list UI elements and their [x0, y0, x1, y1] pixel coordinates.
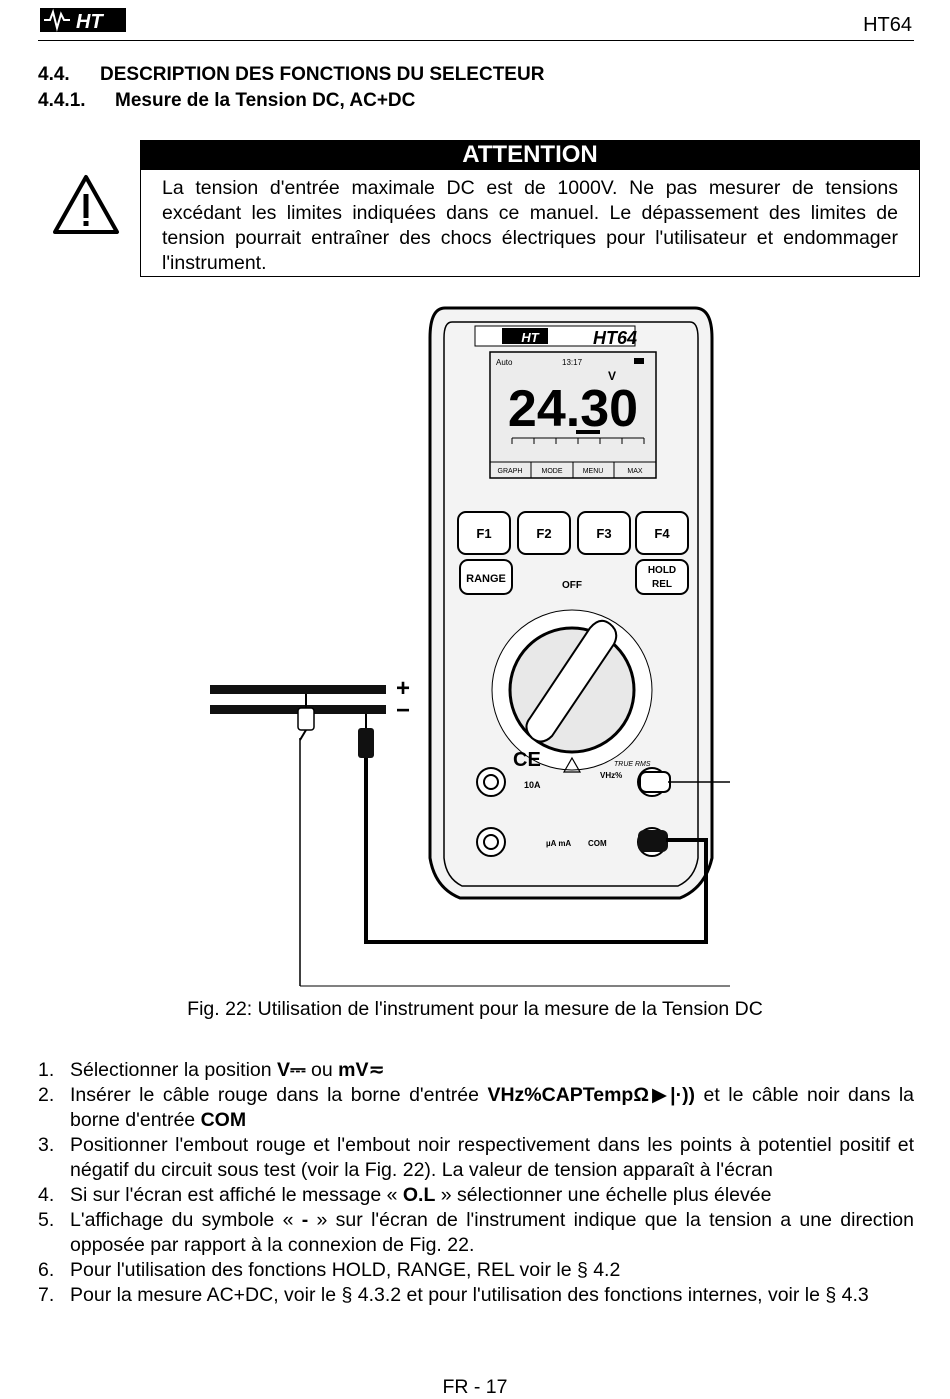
- step-text: Sélectionner la position: [70, 1059, 278, 1081]
- step-text: Pour l'utilisation des fonctions HOLD, R…: [70, 1259, 621, 1281]
- f1-key: [457, 511, 511, 555]
- section-number: 4.4.1.: [38, 90, 86, 111]
- hold-rel-key: [635, 559, 689, 595]
- step-bold: -: [301, 1209, 309, 1231]
- black-plug: [638, 830, 668, 852]
- step-bold: COM: [200, 1109, 247, 1131]
- step-text: Pour la mesure AC+DC, voir le § 4.3.2 et…: [70, 1284, 869, 1306]
- step-number: 2.: [38, 1084, 55, 1106]
- section-number: 4.4.: [38, 64, 70, 85]
- step-7: 7. Pour la mesure AC+DC, voir le § 4.3.2 …: [38, 1283, 914, 1308]
- red-probe: [297, 694, 315, 741]
- warning-title: ATTENTION: [140, 140, 920, 170]
- multimeter-figure: HT HT64 Auto 13:17 V 24.30 GRAPH MODE ME…: [210, 306, 730, 987]
- step-number: 5.: [38, 1209, 55, 1231]
- hold-label: HOLD: [648, 565, 676, 576]
- f4-label: F4: [654, 526, 670, 541]
- black-probe: [358, 714, 374, 770]
- ht-logo: HT: [40, 8, 126, 33]
- minus-sign: −: [396, 697, 410, 724]
- step-4: 4. Si sur l'écran est affiché le message …: [38, 1183, 914, 1208]
- softkey-label: GRAPH: [498, 468, 523, 475]
- procedure-steps: 1. Sélectionner la position V⎓ ou mV≂ 2. I…: [38, 1058, 914, 1308]
- warning-triangle-icon: [53, 175, 119, 234]
- softkey-label: MENU: [583, 468, 604, 475]
- section-heading-4-4-1: 4.4.1. Mesure de la Tension DC, AC+DC: [38, 90, 415, 112]
- step-text: et le câble noir dans la borne d'entrée: [70, 1084, 915, 1131]
- rel-label: REL: [652, 579, 672, 590]
- model-name: HT64: [863, 14, 912, 36]
- ce-mark: CE: [513, 749, 541, 771]
- step-bold: mV: [338, 1059, 369, 1081]
- warning-text: La tension d'entrée maximale DC est de 1…: [162, 177, 898, 274]
- softkey-label: MODE: [542, 468, 563, 475]
- softkey-label: MAX: [627, 468, 643, 475]
- lcd-time: 13:17: [562, 358, 583, 367]
- dc-symbol: ⎓: [290, 1059, 306, 1081]
- plus-sign: +: [396, 675, 410, 702]
- logo-text: HT: [76, 11, 104, 33]
- positive-conductor: [210, 685, 386, 694]
- black-cable: [364, 768, 708, 944]
- step-number: 3.: [38, 1134, 55, 1156]
- label-com: COM: [588, 839, 607, 848]
- step-1: 1. Sélectionner la position V⎓ ou mV≂: [38, 1058, 914, 1083]
- off-label: OFF: [562, 580, 582, 591]
- warning-box: [140, 170, 920, 277]
- step-bold: O.L: [402, 1184, 436, 1206]
- step-number: 7.: [38, 1284, 55, 1306]
- label-10a: 10A: [524, 780, 541, 790]
- step-text: Insérer le câble rouge dans la borne d'e…: [70, 1084, 488, 1106]
- step-bold: VHz%CAPTempΩ: [487, 1084, 649, 1106]
- label-ua-ma: µA mA: [546, 839, 571, 848]
- f2-label: F2: [536, 526, 551, 541]
- label-vhz: VHz%: [600, 771, 622, 780]
- f4-key: [635, 511, 689, 555]
- step-3: 3. Positionner l'embout rouge et l'embout…: [38, 1133, 914, 1183]
- f3-key: [577, 511, 631, 555]
- f3-label: F3: [596, 526, 611, 541]
- step-6: 6. Pour l'utilisation des fonctions HOLD,…: [38, 1258, 914, 1283]
- step-bold: V: [277, 1059, 291, 1081]
- section-title: Mesure de la Tension DC, AC+DC: [115, 90, 416, 111]
- lcd-display: [489, 351, 657, 479]
- page-footer: FR - 17: [442, 1376, 508, 1398]
- lcd-unit: V: [608, 369, 616, 383]
- lcd-value: 24.30: [508, 380, 638, 438]
- range-key: [459, 559, 513, 595]
- range-label: RANGE: [466, 573, 506, 585]
- section-heading-4-4: 4.4. DESCRIPTION DES FONCTIONS DU SELECTE…: [38, 64, 544, 86]
- step-text: » sélectionner une échelle plus élevée: [435, 1184, 772, 1206]
- figure-caption: Fig. 22: Utilisation de l'instrument pou…: [187, 998, 763, 1020]
- f1-label: F1: [476, 526, 491, 541]
- step-text: » sur l'écran de l'instrument indique qu…: [70, 1209, 914, 1256]
- step-text: Positionner l'embout rouge et l'embout n…: [70, 1134, 914, 1181]
- meter-model-label: HT64: [593, 328, 637, 348]
- step-number: 4.: [38, 1184, 55, 1206]
- step-text: Si sur l'écran est affiché le message «: [70, 1184, 403, 1206]
- step-2: 2. Insérer le câble rouge dans la borne d…: [38, 1083, 914, 1133]
- red-plug: [639, 771, 671, 793]
- step-number: 6.: [38, 1259, 55, 1281]
- step-text: ou: [305, 1059, 339, 1081]
- section-title: DESCRIPTION DES FONCTIONS DU SELECTEUR: [100, 64, 545, 85]
- step-text: L'affichage du symbole «: [70, 1209, 302, 1231]
- header-divider: [38, 40, 914, 41]
- acdc-symbol: ≂: [368, 1059, 385, 1081]
- step-number: 1.: [38, 1059, 55, 1081]
- red-cable: [668, 781, 730, 783]
- lcd-auto: Auto: [496, 358, 513, 367]
- step-5: 5. L'affichage du symbole « - » sur l'écr…: [38, 1208, 914, 1258]
- true-rms-label: TRUE RMS: [614, 761, 651, 768]
- f2-key: [517, 511, 571, 555]
- meter-logo-text: HT: [521, 330, 539, 345]
- diode-continuity-icon: ▶|·)): [648, 1084, 696, 1106]
